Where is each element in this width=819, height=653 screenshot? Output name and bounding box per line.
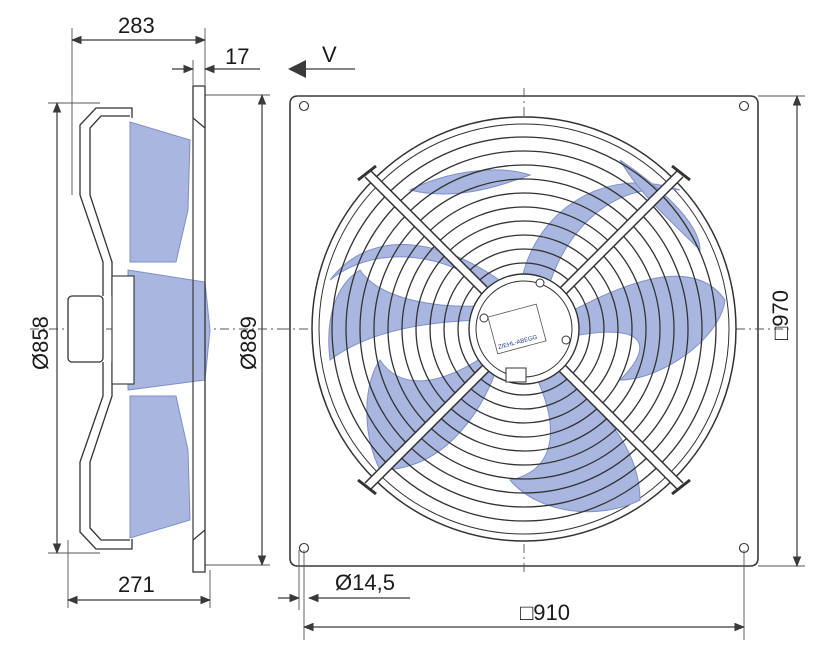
dim-889-label: Ø889 xyxy=(236,316,261,370)
guard-rings xyxy=(331,136,717,522)
dim-283-label: 283 xyxy=(118,13,155,38)
motor-housing xyxy=(67,295,104,363)
impeller-blades xyxy=(328,159,726,513)
dim-hole-label: Ø14,5 xyxy=(335,570,395,595)
dimension-283: 283 xyxy=(70,13,207,45)
arrow-left-icon xyxy=(288,60,306,78)
dimension-889: Ø889 xyxy=(236,93,267,567)
dimension-970: □970 xyxy=(758,94,805,568)
front-view: ZIEHL-ABEGG xyxy=(280,88,790,575)
dim-910-label: □910 xyxy=(520,600,570,625)
dim-17-label: 17 xyxy=(225,44,249,69)
airflow-indicator: V xyxy=(288,42,355,78)
dimension-17: 17 xyxy=(172,44,260,74)
dimension-hole: Ø14,5 xyxy=(278,570,410,603)
dim-970-label: □970 xyxy=(768,290,793,340)
dimension-271: 271 xyxy=(66,572,212,605)
side-view xyxy=(30,28,280,608)
dim-858-label: Ø858 xyxy=(28,316,53,370)
dim-271-label: 271 xyxy=(118,572,155,597)
dimension-858: Ø858 xyxy=(28,101,62,555)
airflow-label: V xyxy=(322,42,337,67)
